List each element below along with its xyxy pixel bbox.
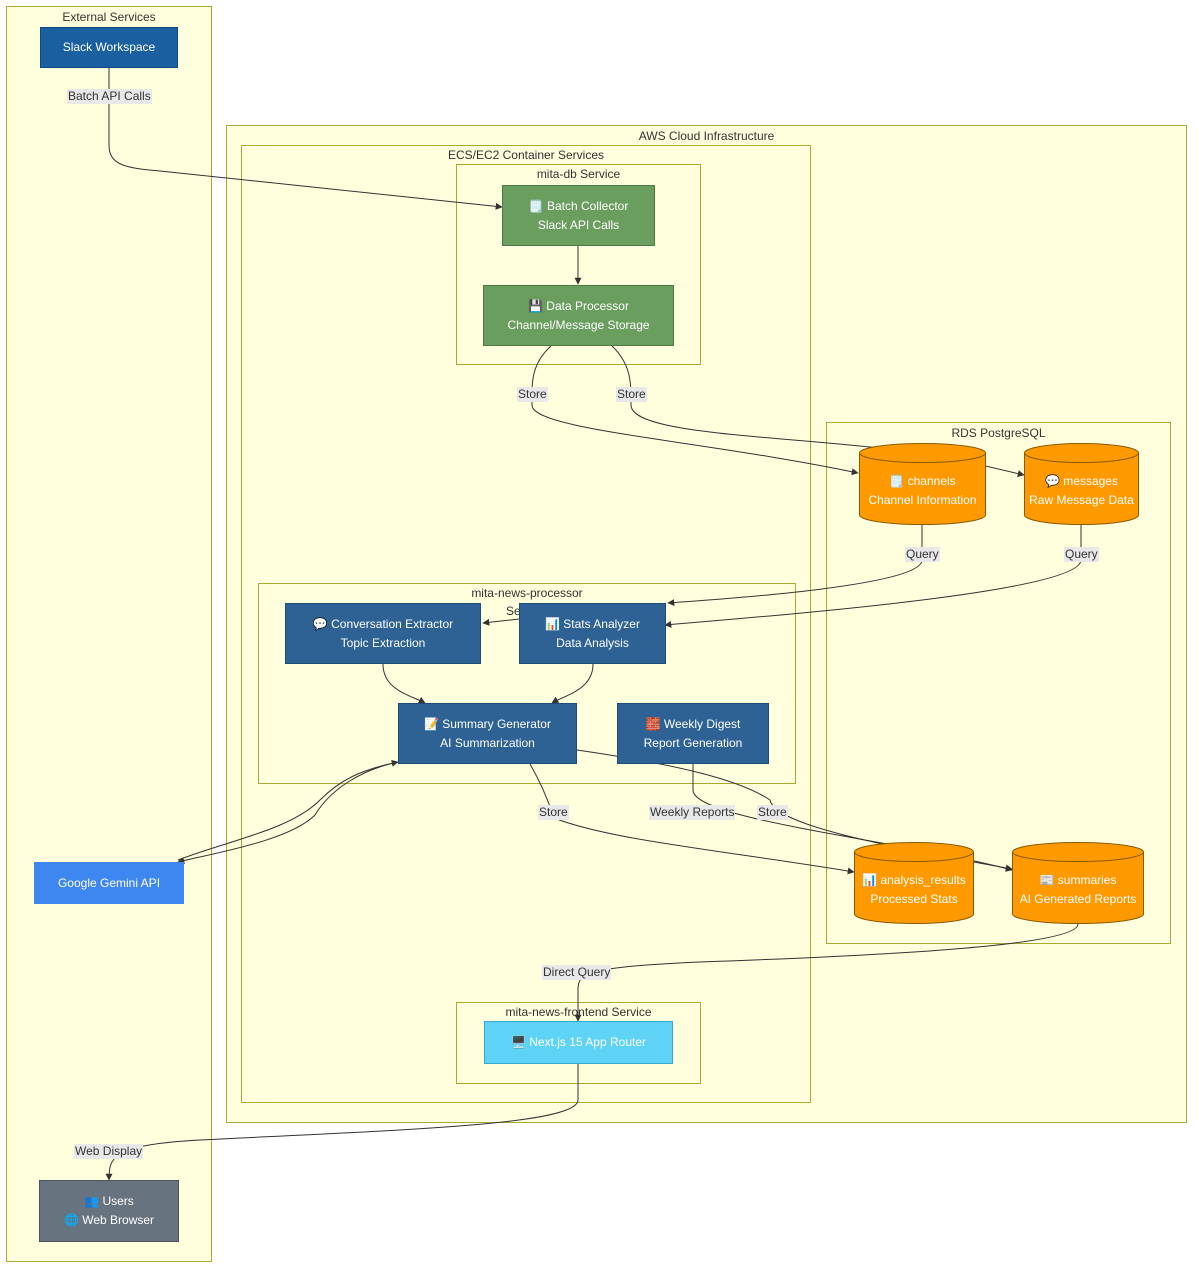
edge-gemini-to-summary-generator [177,759,399,861]
cluster-rds-postgresql-label: RDS PostgreSQL [951,426,1046,440]
batch-collector-subtitle: Slack API Calls [537,217,620,232]
edge-stats-analyzer-to-conversation-extractor [482,618,520,626]
edge-label-direct-query: Direct Query [542,965,612,980]
database-cylinder-icon [1012,842,1144,924]
cluster-mita-news-processor-label: mita-news-processor [471,586,583,600]
users-web-browser-node[interactable]: 👥 Users 🌐 Web Browser [39,1180,179,1242]
summaries-subtitle: AI Generated Reports [1019,892,1137,906]
edge-data-processor-to-channels [531,345,859,476]
channels-subtitle: Channel Information [868,493,977,507]
edge-summary-generator-to-analysis-results [529,763,855,875]
edge-label-web-display: Web Display [74,1144,144,1159]
analysis-results-subtitle: Processed Stats [870,892,958,906]
cluster-mita-db-service-label: mita-db Service [536,167,621,181]
edge-stats-analyzer-to-summary-generator [551,663,594,704]
cluster-external-services: External Services [6,6,212,1262]
nextjs-app-router-label: 🖥️ Next.js 15 App Router [510,1035,646,1049]
slack-workspace-label: Slack Workspace [62,40,156,54]
edge-nextjs-to-users [105,1064,579,1181]
summary-generator-title: 📝 Summary Generator [424,716,551,731]
edge-summary-generator-to-gemini [177,761,399,864]
channels-title: 🗒️ channels [889,474,956,488]
edge-label-store-analysis: Store [538,805,569,820]
cluster-aws-cloud-label: AWS Cloud Infrastructure [638,129,775,143]
edge-label-store-messages: Store [616,387,647,402]
edge-label-weekly-reports: Weekly Reports [649,805,736,820]
cluster-mita-news-processor-overflow-label: Se [506,604,521,618]
stats-analyzer-title: 📊 Stats Analyzer [545,616,640,631]
summaries-table-node[interactable]: 📰 summaries AI Generated Reports [1012,842,1144,924]
edge-channels-to-stats-analyzer [667,524,923,607]
data-processor-node[interactable]: 💾 Data Processor Channel/Message Storage [483,285,674,346]
summaries-title: 📰 summaries [1039,873,1117,887]
stats-analyzer-node[interactable]: 📊 Stats Analyzer Data Analysis [519,603,666,664]
stats-analyzer-subtitle: Data Analysis [556,635,629,650]
summary-generator-node[interactable]: 📝 Summary Generator AI Summarization [398,703,577,764]
database-cylinder-icon [854,842,974,924]
edge-label-batch-api-calls: Batch API Calls [67,89,152,104]
weekly-digest-subtitle: Report Generation [643,735,743,750]
google-gemini-api-label: Google Gemini API [57,875,161,890]
edge-conversation-extractor-to-summary-generator [382,663,426,704]
conversation-extractor-title: 💬 Conversation Extractor [312,616,454,631]
edge-slack-to-batch-collector [108,68,503,210]
weekly-digest-node[interactable]: 🧱 Weekly Digest Report Generation [617,703,769,764]
data-processor-subtitle: Channel/Message Storage [507,317,650,332]
nextjs-app-router-node[interactable]: 🖥️ Next.js 15 App Router [484,1021,673,1064]
google-gemini-api-node[interactable]: Google Gemini API [34,862,184,904]
cluster-ecs-ec2-label: ECS/EC2 Container Services [447,148,605,162]
messages-table-node[interactable]: 💬 messages Raw Message Data [1024,443,1139,525]
batch-collector-node[interactable]: 🗒️ Batch Collector Slack API Calls [502,185,655,246]
slack-workspace-node[interactable]: Slack Workspace [40,27,178,68]
edge-label-query-channels: Query [905,547,940,562]
database-cylinder-icon [859,443,986,525]
messages-subtitle: Raw Message Data [1029,493,1134,507]
batch-collector-title: 🗒️ Batch Collector [528,198,629,213]
messages-title: 💬 messages [1045,474,1118,488]
analysis-results-title: 📊 analysis_results [862,873,966,887]
conversation-extractor-subtitle: Topic Extraction [340,635,426,650]
weekly-digest-title: 🧱 Weekly Digest [645,716,741,731]
edge-summaries-to-nextjs [574,923,1079,1022]
summary-generator-subtitle: AI Summarization [440,735,535,750]
conversation-extractor-node[interactable]: 💬 Conversation Extractor Topic Extractio… [285,603,481,664]
edge-label-store-summaries: Store [757,805,788,820]
edge-label-query-messages: Query [1064,547,1099,562]
database-cylinder-icon [1024,443,1139,525]
edge-messages-to-stats-analyzer [664,524,1082,628]
edge-label-store-channels: Store [517,387,548,402]
users-title: 👥 Users [84,1194,134,1208]
cluster-external-services-label: External Services [62,10,156,24]
web-browser-subtitle: 🌐 Web Browser [63,1213,155,1227]
data-processor-title: 💾 Data Processor [528,298,629,313]
channels-table-node[interactable]: 🗒️ channels Channel Information [859,443,986,525]
analysis-results-table-node[interactable]: 📊 analysis_results Processed Stats [854,842,974,924]
